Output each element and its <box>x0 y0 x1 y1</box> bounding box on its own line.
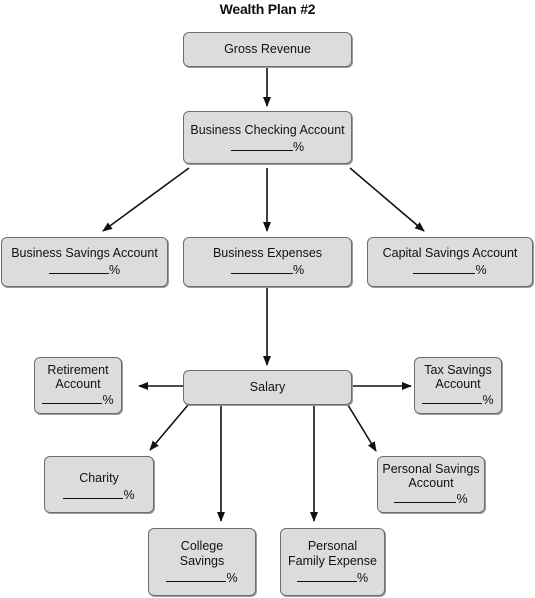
node-label: Business Expenses <box>212 246 323 260</box>
node-personal-savings-account: Personal Savings Account % <box>377 456 485 513</box>
node-salary: Salary <box>183 370 352 405</box>
node-label-line1: Personal <box>307 539 358 553</box>
diagram-title: Wealth Plan #2 <box>219 1 316 17</box>
percent-field: % <box>45 486 153 503</box>
percent-field: % <box>184 261 351 278</box>
node-personal-family-expense: Personal Family Expense % <box>280 528 385 596</box>
node-label: Gross Revenue <box>224 42 311 56</box>
node-label-line2: Account <box>408 476 454 490</box>
node-capital-savings-account: Capital Savings Account % <box>367 237 533 287</box>
node-charity: Charity % <box>44 456 154 513</box>
percent-field: % <box>415 391 501 407</box>
percent-field: % <box>378 490 484 506</box>
node-label-line2: Account <box>55 377 101 391</box>
node-label-line2: Account <box>435 377 481 391</box>
node-label: Business Savings Account <box>11 246 158 260</box>
percent-field: % <box>2 261 167 278</box>
node-label-line1: College <box>180 539 224 553</box>
node-label-line1: Retirement <box>47 363 109 377</box>
node-college-savings: College Savings % <box>148 528 256 596</box>
node-label: Business Checking Account <box>190 123 345 137</box>
node-tax-savings-account: Tax Savings Account % <box>414 357 502 414</box>
node-label: Salary <box>249 380 286 394</box>
node-label-line2: Savings <box>179 554 225 568</box>
node-gross-revenue: Gross Revenue <box>183 32 352 67</box>
arrow-checking-to-capital-savings <box>349 167 425 232</box>
percent-field: % <box>35 391 121 407</box>
node-label: Charity <box>79 471 119 485</box>
node-business-checking-account: Business Checking Account % <box>183 111 352 164</box>
percent-field: % <box>281 569 384 586</box>
node-label-line1: Personal Savings <box>382 462 480 476</box>
node-business-savings-account: Business Savings Account % <box>1 237 168 287</box>
percent-field: % <box>184 138 351 155</box>
arrow-salary-to-personal-savings <box>347 404 377 452</box>
percent-field: % <box>149 569 255 586</box>
arrow-checking-to-business-savings <box>102 167 190 232</box>
percent-field: % <box>368 261 532 278</box>
node-label-line2: Family Expense <box>288 554 377 568</box>
node-label-line1: Tax Savings <box>424 363 492 377</box>
node-label: Capital Savings Account <box>382 246 518 260</box>
node-retirement-account: Retirement Account % <box>34 357 122 414</box>
node-business-expenses: Business Expenses % <box>183 237 352 287</box>
arrow-salary-to-charity <box>149 404 189 451</box>
